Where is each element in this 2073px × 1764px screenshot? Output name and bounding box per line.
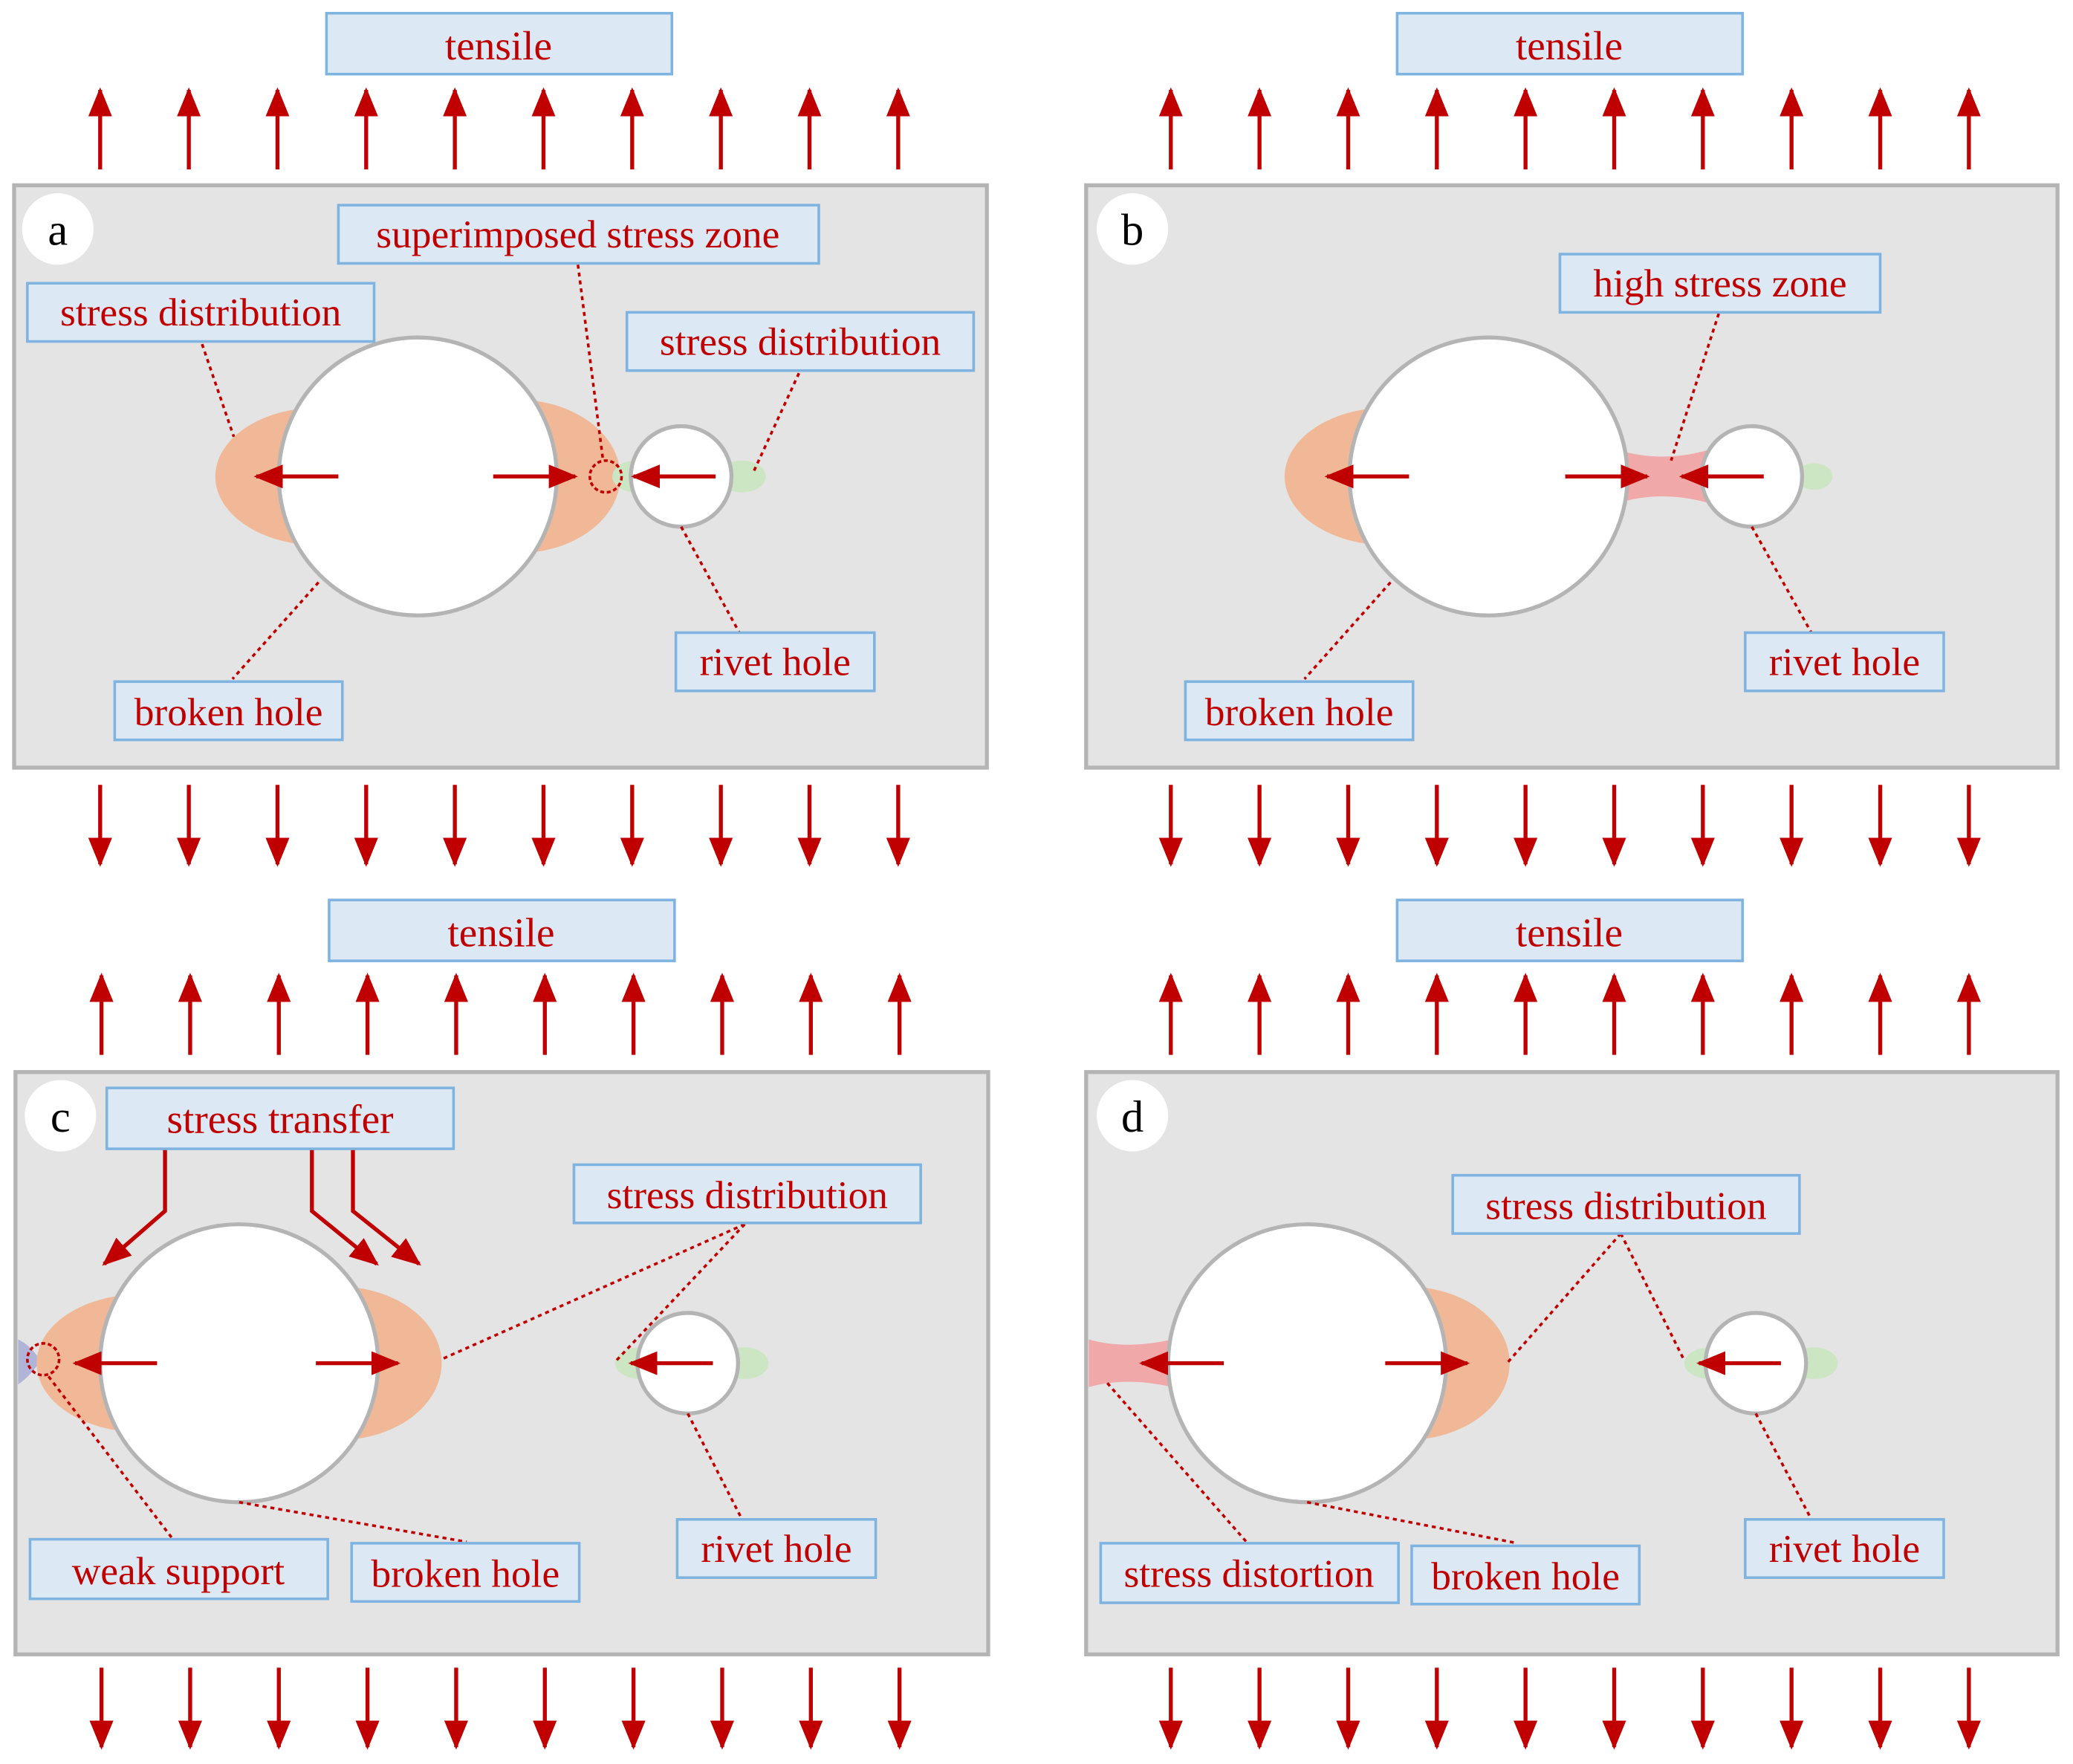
svg-text:broken hole: broken hole <box>1431 1554 1620 1598</box>
panel-letter-d: d <box>1097 1080 1169 1152</box>
label-broken-hole-d: broken hole <box>1410 1544 1641 1606</box>
label-rivet-hole-c: rivet hole <box>675 1518 877 1579</box>
leader-lines-b <box>1303 313 1813 680</box>
svg-text:c: c <box>51 1092 71 1142</box>
label-rivet-hole-d: rivet hole <box>1744 1518 1945 1579</box>
superimposed-zone-marker-a <box>588 459 623 494</box>
svg-text:broken hole: broken hole <box>372 1551 560 1596</box>
panel-letter-c: c <box>25 1080 97 1152</box>
label-stress-distribution-c: stress distribution <box>572 1163 922 1225</box>
svg-text:broken hole: broken hole <box>134 690 323 734</box>
tensile-arrows-top-b <box>1158 87 1981 169</box>
panel-a: tensile a superimposed stress zone <box>12 12 989 867</box>
high-stress-zone-b <box>1618 450 1708 503</box>
panel-d: tensile d stress distribution <box>1084 898 2060 1750</box>
svg-text:stress distortion: stress distortion <box>1123 1551 1374 1596</box>
panel-letter-b: b <box>1097 193 1169 265</box>
tensile-text-a: tensile <box>445 23 552 68</box>
svg-text:superimposed stress zone: superimposed stress zone <box>376 212 779 256</box>
label-broken-hole-b: broken hole <box>1184 680 1415 742</box>
svg-text:tensile: tensile <box>447 910 554 956</box>
stress-distortion-zone-d <box>1089 1339 1172 1387</box>
label-stress-distribution-right-a: stress distribution <box>625 311 976 372</box>
svg-text:broken hole: broken hole <box>1205 690 1394 734</box>
label-rivet-hole-a: rivet hole <box>674 631 876 693</box>
svg-text:rivet hole: rivet hole <box>700 639 851 684</box>
svg-text:b: b <box>1121 206 1143 256</box>
svg-text:tensile: tensile <box>1516 910 1623 956</box>
tensile-arrows-bottom-a <box>88 785 910 867</box>
stress-transfer-arrows-c <box>102 1147 421 1266</box>
tensile-arrows-top-c <box>89 973 912 1055</box>
tensile-arrows-top-a <box>88 87 910 169</box>
label-rivet-hole-b: rivet hole <box>1744 631 1945 693</box>
leader-lines-d <box>1106 1232 1813 1545</box>
svg-text:stress transfer: stress transfer <box>167 1097 394 1142</box>
label-weak-support-c: weak support <box>28 1537 329 1601</box>
tensile-arrows-top-d <box>1158 973 1981 1055</box>
weak-support-marker-c <box>26 1342 61 1377</box>
stress-zone-rivet-right-b <box>1795 463 1833 490</box>
panel-b: tensile b high stress zone broken hole <box>1084 12 2060 867</box>
label-stress-distortion-d: stress distortion <box>1099 1542 1400 1604</box>
leader-lines-c <box>47 1222 746 1543</box>
svg-text:high stress zone: high stress zone <box>1593 261 1846 305</box>
label-stress-distribution-d: stress distribution <box>1451 1173 1801 1235</box>
svg-text:stress distribution: stress distribution <box>660 319 941 363</box>
label-stress-transfer-c: stress transfer <box>105 1086 455 1150</box>
svg-text:a: a <box>48 206 68 256</box>
tensile-label-c: tensile <box>328 898 676 962</box>
label-stress-distribution-left-a: stress distribution <box>26 282 376 343</box>
panel-c: tensile c <box>13 898 990 1750</box>
label-high-stress-zone-b: high stress zone <box>1558 253 1882 314</box>
panel-letter-a: a <box>22 193 94 265</box>
svg-text:rivet hole: rivet hole <box>1769 639 1920 684</box>
weak-support-zone-c <box>18 1339 41 1385</box>
label-superimposed-zone-a: superimposed stress zone <box>337 204 820 265</box>
label-broken-hole-c: broken hole <box>350 1542 581 1604</box>
tensile-arrows-bottom-d <box>1158 1667 1981 1750</box>
svg-text:rivet hole: rivet hole <box>1769 1526 1920 1571</box>
tensile-label-d: tensile <box>1395 898 1745 962</box>
svg-text:stress distribution: stress distribution <box>1485 1183 1766 1228</box>
svg-text:d: d <box>1121 1092 1143 1142</box>
svg-text:stress distribution: stress distribution <box>607 1173 888 1217</box>
svg-text:stress distribution: stress distribution <box>60 290 341 334</box>
tensile-arrows-bottom-c <box>89 1667 912 1750</box>
tensile-label-b: tensile <box>1395 12 1745 76</box>
svg-text:weak support: weak support <box>72 1549 285 1593</box>
label-broken-hole-a: broken hole <box>113 680 344 742</box>
tensile-arrows-bottom-b <box>1158 785 1981 867</box>
tensile-label-a: tensile <box>325 12 674 76</box>
svg-text:tensile: tensile <box>1516 23 1623 68</box>
svg-text:rivet hole: rivet hole <box>701 1526 851 1571</box>
leader-lines-a <box>201 265 800 680</box>
